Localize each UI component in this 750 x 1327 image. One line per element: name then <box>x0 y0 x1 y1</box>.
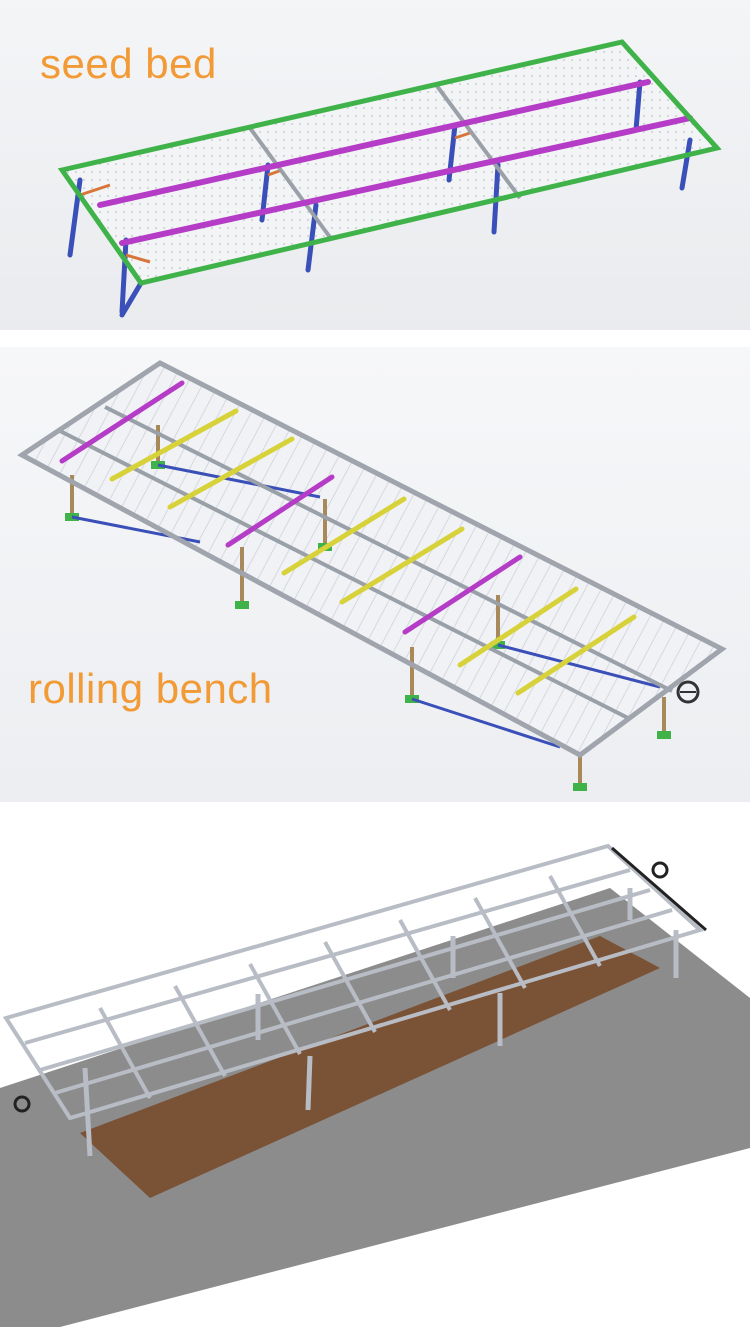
seed-bed-caption: seed bed <box>40 40 217 87</box>
installed-bench-render <box>0 843 750 1327</box>
rolling-bench-render <box>17 360 727 791</box>
rolling-bench-caption: rolling bench <box>28 665 273 712</box>
installed-bench-panel <box>0 818 750 1327</box>
rolling-bench-panel: rolling bench <box>0 347 750 802</box>
seed-bed-render <box>57 39 722 318</box>
seed-bed-panel: seed bed <box>0 0 750 330</box>
